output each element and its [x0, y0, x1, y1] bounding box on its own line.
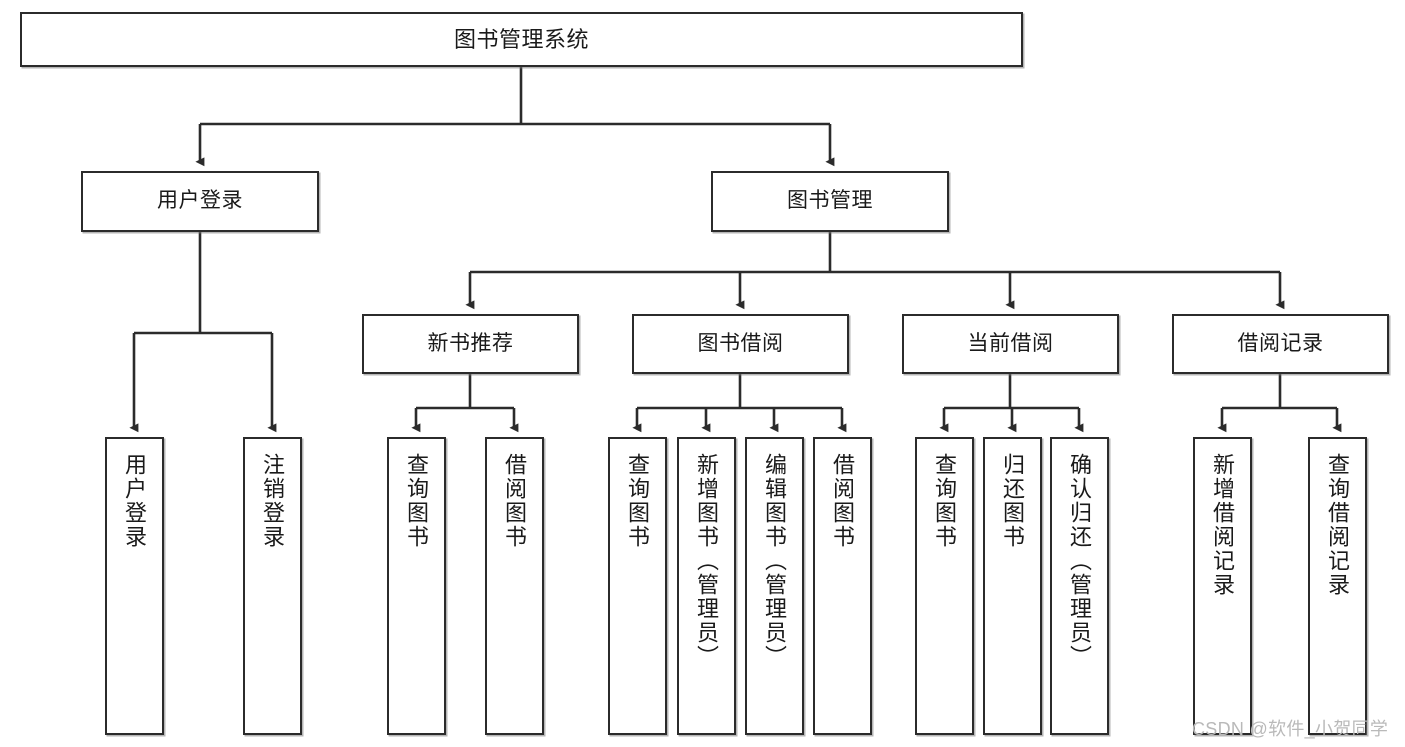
leaf-query-borrow-record[interactable]: 查询借阅记录	[1308, 437, 1367, 735]
leaf-borrow-book-label: 借阅图书	[830, 453, 856, 549]
leaf-query-book-newbook-label: 查询图书	[404, 453, 430, 549]
leaf-user-logout[interactable]: 注销登录	[243, 437, 302, 735]
leaf-borrow-book[interactable]: 借阅图书	[813, 437, 872, 735]
leaf-user-logout-label: 注销登录	[260, 453, 286, 549]
leaf-edit-book[interactable]: 编辑图书（管理员）	[745, 437, 804, 735]
edges-borrowrecord-leaves	[1217, 374, 1342, 433]
leaf-query-book-newbook[interactable]: 查询图书	[387, 437, 446, 735]
leaf-user-login[interactable]: 用户登录	[105, 437, 164, 735]
node-book-manage[interactable]: 图书管理	[711, 171, 949, 232]
leaf-add-borrow-record-label: 新增借阅记录	[1210, 453, 1236, 597]
leaf-confirm-return-label: 确认归还（管理员）	[1067, 453, 1093, 669]
node-new-book-recommend[interactable]: 新书推荐	[362, 314, 579, 374]
leaf-add-borrow-record[interactable]: 新增借阅记录	[1193, 437, 1252, 735]
leaf-query-book-borrow[interactable]: 查询图书	[608, 437, 667, 735]
edges-root-level2	[195, 67, 835, 167]
node-new-book-recommend-label: 新书推荐	[427, 331, 514, 355]
leaf-return-book-label: 归还图书	[1000, 453, 1026, 549]
leaf-edit-book-label: 编辑图书（管理员）	[762, 453, 788, 669]
leaf-borrow-book-newbook[interactable]: 借阅图书	[485, 437, 544, 735]
leaf-query-book-current-label: 查询图书	[932, 453, 958, 549]
edges-bookborrow-leaves	[632, 374, 847, 433]
node-book-borrow[interactable]: 图书借阅	[632, 314, 849, 374]
node-root[interactable]: 图书管理系统	[20, 12, 1023, 67]
node-root-label: 图书管理系统	[453, 26, 589, 52]
leaf-add-book[interactable]: 新增图书（管理员）	[677, 437, 736, 735]
node-borrow-record[interactable]: 借阅记录	[1172, 314, 1389, 374]
node-user-login[interactable]: 用户登录	[81, 171, 319, 232]
leaf-query-borrow-record-label: 查询借阅记录	[1325, 453, 1351, 597]
node-current-borrow[interactable]: 当前借阅	[902, 314, 1119, 374]
leaf-query-book-current[interactable]: 查询图书	[915, 437, 974, 735]
leaf-add-book-label: 新增图书（管理员）	[694, 453, 720, 669]
leaf-query-book-borrow-label: 查询图书	[625, 453, 651, 549]
node-user-login-label: 用户登录	[157, 189, 243, 213]
node-current-borrow-label: 当前借阅	[967, 331, 1054, 355]
edges-userlogin-leaves	[129, 232, 277, 433]
node-book-borrow-label: 图书借阅	[697, 331, 784, 355]
leaf-return-book[interactable]: 归还图书	[983, 437, 1042, 735]
edges-currentborrow-leaves	[939, 374, 1084, 433]
node-book-manage-label: 图书管理	[787, 189, 873, 213]
edges-newbook-leaves	[411, 374, 519, 433]
node-borrow-record-label: 借阅记录	[1237, 331, 1324, 355]
leaf-user-login-label: 用户登录	[122, 453, 148, 549]
leaf-confirm-return[interactable]: 确认归还（管理员）	[1050, 437, 1109, 735]
leaf-borrow-book-newbook-label: 借阅图书	[502, 453, 528, 549]
edges-bookmanage-level3	[465, 232, 1285, 310]
